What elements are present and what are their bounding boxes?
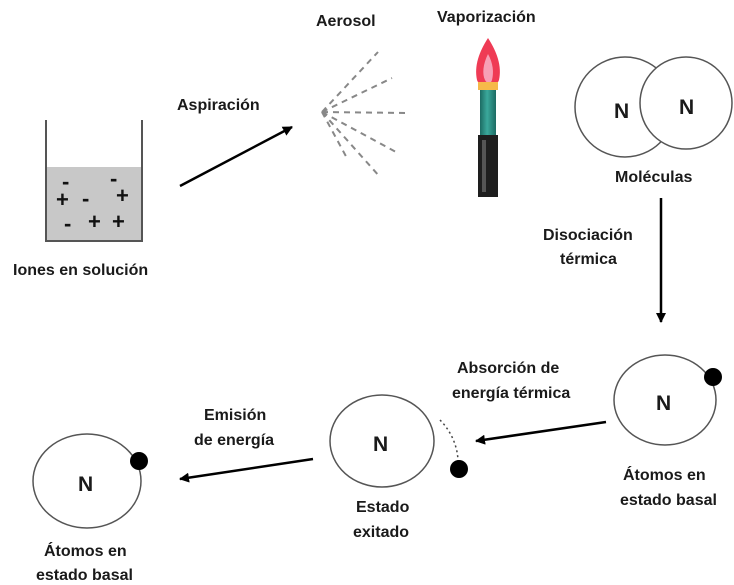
molecules-label: Moléculas (615, 169, 692, 186)
ground-state-left-label-line2: estado basal (36, 567, 133, 584)
aspiration-arrow (179, 125, 293, 188)
electron (704, 368, 722, 386)
emission-label-line1: Emisión (204, 407, 266, 424)
ground-state-atom-right: N (613, 354, 722, 446)
molecule-atom-left: N (614, 100, 629, 123)
ground-state-right-label-line1: Átomos en (623, 465, 706, 484)
atom-symbol: N (78, 473, 93, 496)
burner (476, 38, 500, 197)
ion-sign: + (112, 209, 125, 234)
ions-label: Iones en solución (13, 262, 148, 279)
flame-base (478, 82, 498, 90)
dissociation-label-line2: térmica (560, 251, 617, 268)
ground-state-left-label-line1: Átomos en (44, 541, 127, 560)
emission-label-line2: de energía (194, 432, 274, 449)
electron-transition-path (439, 419, 459, 463)
electron (450, 460, 468, 478)
ion-sign: - (62, 169, 69, 194)
aspiration-label: Aspiración (177, 97, 260, 114)
absorption-arrow (475, 420, 607, 445)
excited-state-label-line2: exitado (353, 524, 409, 541)
ion-sign: - (110, 166, 117, 191)
burner-tube (480, 90, 496, 136)
atom-symbol: N (373, 433, 388, 456)
molecule: N N (574, 56, 733, 158)
excited-state-label-line1: Estado (356, 499, 410, 516)
molecule-atom-right: N (679, 96, 694, 119)
excited-state-atom: N (329, 394, 468, 488)
aerosol-label: Aerosol (316, 13, 376, 30)
ions: - - + - + - + + (56, 166, 129, 236)
ion-sign: - (82, 186, 89, 211)
ground-state-atom-left: N (32, 433, 148, 529)
emission-arrow (179, 457, 314, 483)
aerosol-spray (321, 51, 411, 178)
ion-sign: - (64, 211, 71, 236)
atom-symbol: N (656, 392, 671, 415)
vaporization-label: Vaporización (437, 9, 536, 26)
beaker: - - + - + - + + (45, 120, 143, 242)
electron (130, 452, 148, 470)
flame-inner (483, 54, 493, 83)
solution (47, 167, 141, 241)
absorption-label-line1: Absorción de (457, 360, 559, 377)
absorption-label-line2: energía térmica (452, 385, 570, 402)
ion-sign: + (88, 209, 101, 234)
ion-sign: + (56, 187, 69, 212)
ground-state-right-label-line2: estado basal (620, 492, 717, 509)
dissociation-label-line1: Disociación (543, 227, 633, 244)
burner-base (478, 135, 498, 197)
ion-sign: + (116, 183, 129, 208)
